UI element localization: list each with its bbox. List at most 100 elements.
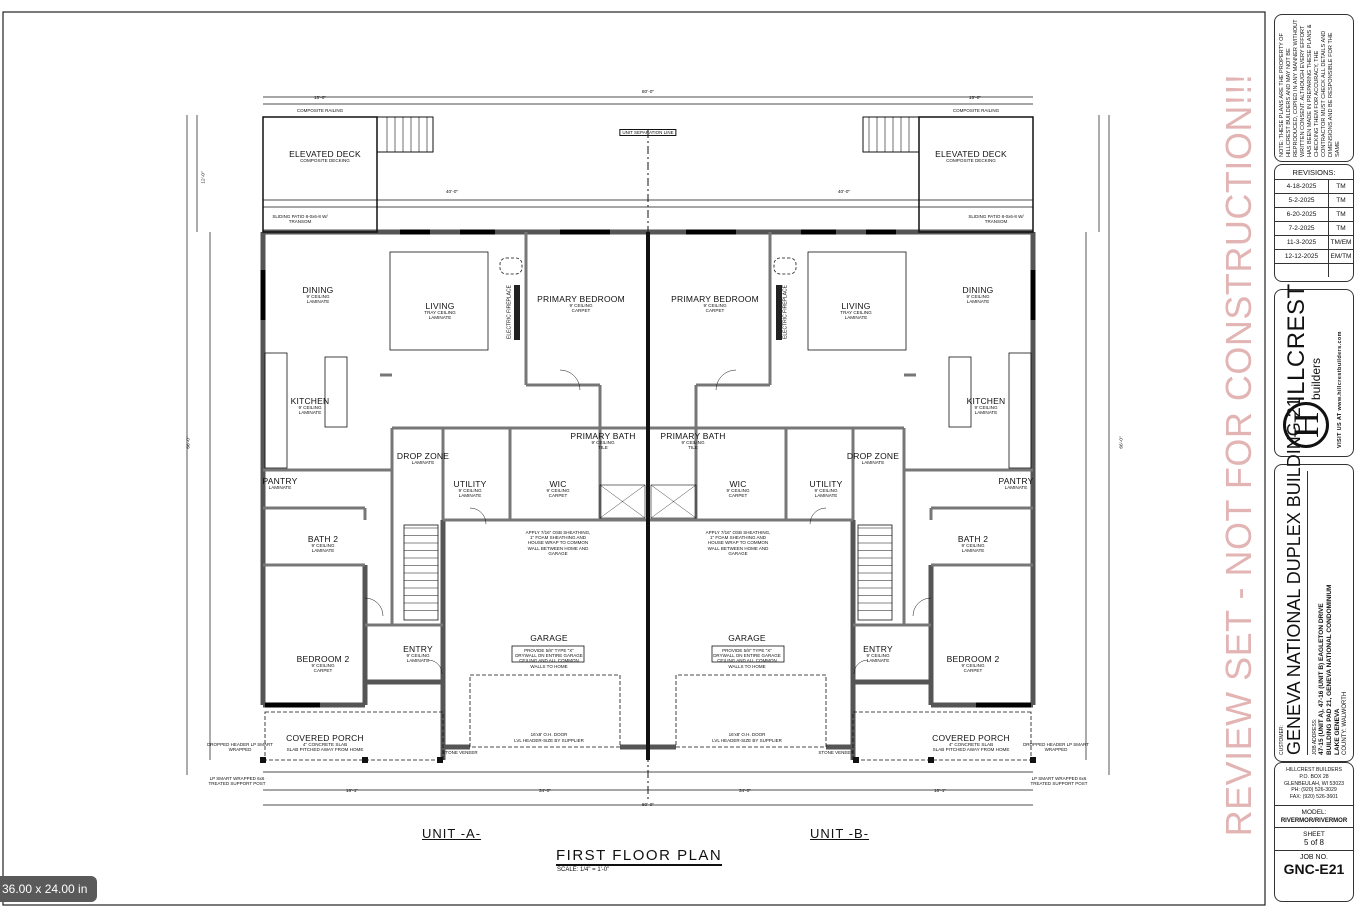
room-finish: TRAY CEILING bbox=[424, 309, 456, 315]
unit-b-title: UNIT -B- bbox=[810, 826, 870, 841]
dim-porch-b: 16'-1" bbox=[933, 789, 947, 794]
electric-fireplace bbox=[514, 285, 520, 340]
room-finish: LAMINATE bbox=[428, 314, 452, 320]
room-finish: 9' CEILING bbox=[966, 293, 990, 299]
sheet-number: 5 of 8 bbox=[1275, 838, 1353, 851]
door-swing bbox=[364, 597, 384, 617]
room-name: WIC bbox=[729, 479, 747, 489]
job-address-line: LAKE GENEVA bbox=[1334, 708, 1342, 755]
company-line: GLENBEULAH, WI 53023 bbox=[1284, 780, 1344, 787]
revision-date: 7-2-2025 bbox=[1275, 221, 1329, 236]
revision-date: 12-12-2025 bbox=[1275, 249, 1329, 264]
website-text: VISIT US AT www.hillcrestbuilders.com bbox=[1337, 331, 1343, 448]
job-no: GNC-E21 bbox=[1283, 860, 1345, 877]
room-finish: TILE bbox=[688, 444, 698, 450]
room-name: PANTRY bbox=[262, 476, 298, 486]
room-finish: 9' CEILING bbox=[569, 302, 593, 308]
note-garage-drywall: PROVIDE 5/8" TYPE "X" DRYWALL ON ENTIRE … bbox=[713, 648, 781, 669]
room-finish: LAMINATE bbox=[458, 492, 482, 498]
room-finish: LAMINATE bbox=[411, 459, 435, 465]
room-name: BATH 2 bbox=[957, 534, 989, 544]
room-finish: CARPET bbox=[548, 492, 568, 498]
room-name: GARAGE bbox=[728, 633, 766, 643]
sheet-border bbox=[2, 11, 1266, 906]
revision-by: TM bbox=[1328, 179, 1353, 194]
unit-a-title: UNIT -A- bbox=[422, 826, 482, 841]
room-finish: LAMINATE bbox=[406, 657, 430, 663]
note-garage-door: 16'x8' O.H. DOOR bbox=[728, 732, 766, 737]
logo-sub: builders bbox=[1309, 357, 1323, 400]
logo-box: H ILLCREST builders VISIT US AT www.hill… bbox=[1274, 283, 1354, 457]
note-garage-header: LVL HEADER-SIZE BY SUPPLIER bbox=[712, 738, 782, 743]
room-finish: 9' CEILING bbox=[406, 652, 430, 658]
support-post bbox=[437, 757, 443, 763]
job-no-label: JOB NO. bbox=[1299, 853, 1328, 861]
room-name: DINING bbox=[302, 285, 334, 295]
room-name: BEDROOM 2 bbox=[296, 654, 350, 664]
room-finish: CARPET bbox=[705, 307, 725, 313]
room-finish: LAMINATE bbox=[1004, 484, 1028, 490]
room-finish: TRAY CEILING bbox=[840, 309, 872, 315]
revision-empty bbox=[1328, 263, 1353, 277]
room-name: COVERED PORCH bbox=[932, 733, 1010, 743]
room-label-unit-b: GARAGE bbox=[728, 634, 766, 643]
room-name: KITCHEN bbox=[966, 396, 1006, 406]
room-name: PANTRY bbox=[998, 476, 1034, 486]
room-name: DROP ZONE bbox=[846, 451, 900, 461]
company-line: HILLCREST BUILDERS bbox=[1286, 767, 1342, 773]
room-finish: LAMINATE bbox=[861, 459, 885, 465]
room-name: PRIMARY BATH bbox=[660, 431, 726, 441]
note-garage-door: 16'x8' O.H. DOOR bbox=[530, 732, 568, 737]
room-finish: SLAB PITCHED AWAY FROM HOME bbox=[932, 746, 1010, 752]
revision-by: TM/EM bbox=[1328, 235, 1353, 250]
room-name: DROP ZONE bbox=[396, 451, 450, 461]
dim-deck-width-b: 40'-0" bbox=[837, 190, 851, 195]
room-finish: LAMINATE bbox=[974, 409, 998, 415]
room-name: BATH 2 bbox=[307, 534, 339, 544]
plan-title: FIRST FLOOR PLAN bbox=[556, 847, 723, 866]
kitchen-counter bbox=[264, 352, 288, 469]
room-finish: 9' CEILING bbox=[546, 487, 570, 493]
room-name: PRIMARY BEDROOM bbox=[671, 294, 759, 304]
overall-width-dim: 80'-0" bbox=[641, 90, 655, 95]
revision-by: TM bbox=[1328, 221, 1353, 236]
elevated-deck bbox=[262, 116, 378, 233]
room-finish: 9' CEILING bbox=[726, 487, 750, 493]
room-finish: 4" CONCRETE SLAB bbox=[302, 741, 348, 747]
room-finish: LAMINATE bbox=[306, 298, 330, 304]
county: COUNTY: WALWORTH bbox=[1342, 691, 1349, 755]
disclaimer-box: NOTE: THESE PLANS ARE THE PROPERTY OF HI… bbox=[1274, 14, 1354, 162]
shower bbox=[599, 484, 646, 519]
job-address-line: BUILDING PAD 21, GENEVA NATIONAL CONDOMI… bbox=[1326, 584, 1334, 755]
room-finish: CARPET bbox=[728, 492, 748, 498]
room-finish: 9' CEILING bbox=[681, 439, 705, 445]
dim-depth: 66'-0" bbox=[186, 436, 192, 449]
room-name: ENTRY bbox=[403, 644, 433, 654]
room-name: UTILITY bbox=[809, 479, 843, 489]
dim-deck-width: 40'-0" bbox=[445, 190, 459, 195]
dim-front: 34'-0" bbox=[538, 789, 552, 794]
